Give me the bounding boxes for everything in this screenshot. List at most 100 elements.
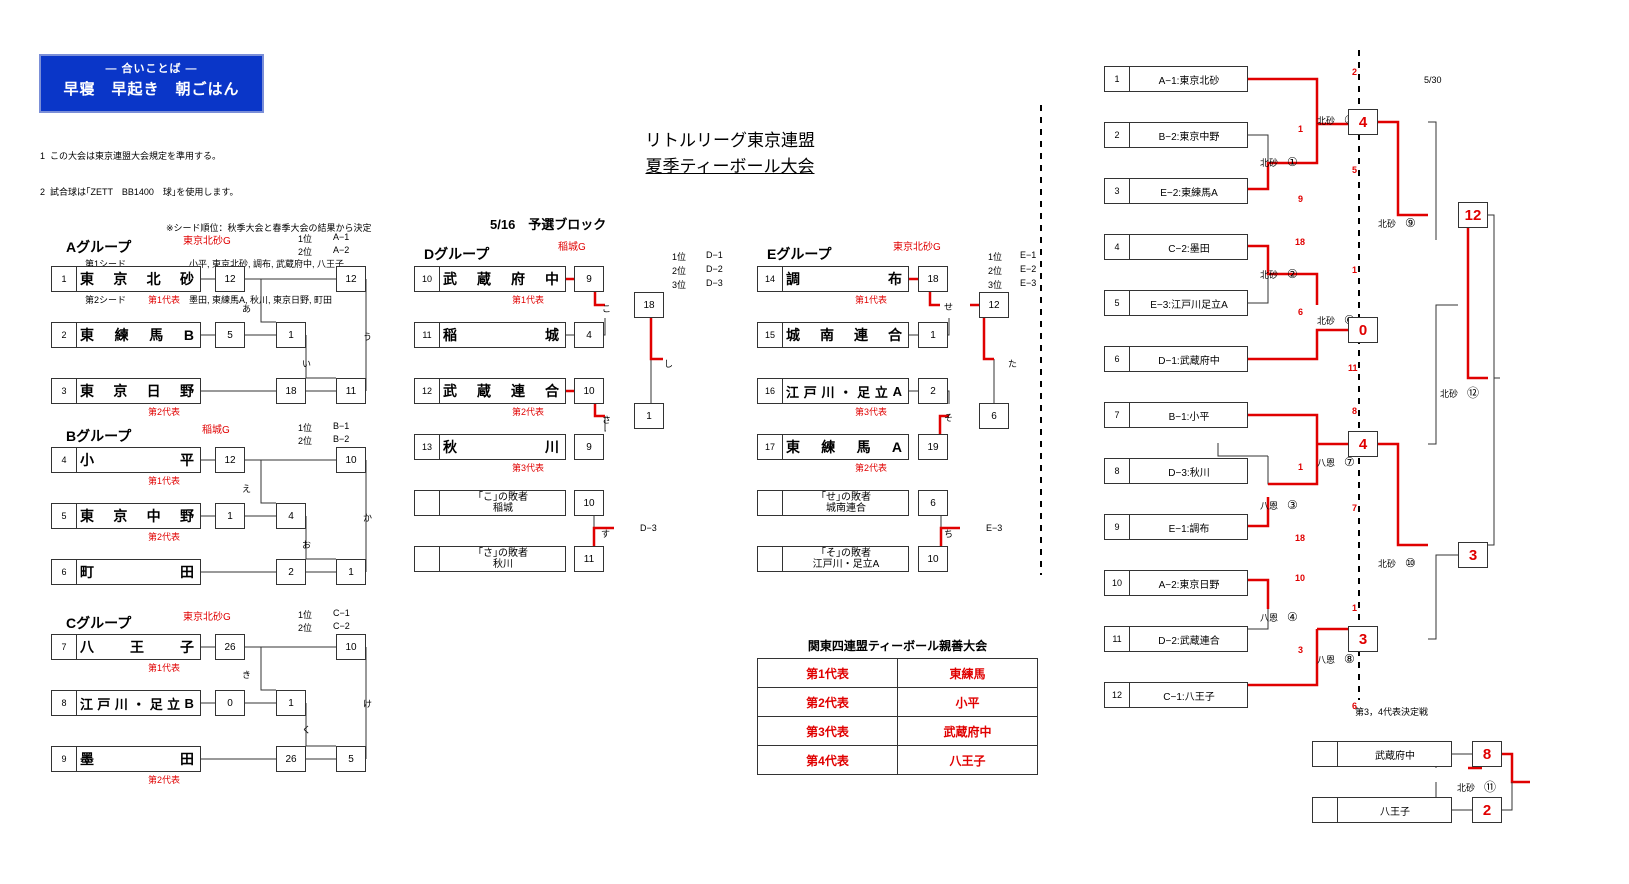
score-box: 2 [276,559,306,585]
team-cell: 八王子 [897,745,1038,775]
rep-label: 第2代表 [512,407,545,417]
game-label: 北砂 ② [1260,267,1298,281]
rank-value: D−1 [706,250,723,260]
team-name: E−1:調布 [1168,523,1210,535]
rep-label: 第1代表 [148,476,181,486]
rep-label: 第3代表 [512,463,545,473]
sf-score: 3 [1348,626,1378,652]
game-id: け [363,699,373,709]
game-id: せ [944,302,954,312]
game-id: す [601,529,611,539]
motto-large: 早寝 早起き 朝ごはん [63,81,240,98]
rep-cell: 第2代表 [757,687,898,717]
score-box: 1 [276,690,306,716]
group-c-label: Cグループ [66,615,132,631]
rep-label: 第1代表 [148,295,181,305]
kanto-representatives: 関東四連盟ティーボール親善大会 第1代表東練馬 第2代表小平 第3代表武蔵府中 … [757,637,1038,775]
rank-value: E−2 [1020,264,1037,274]
r1-score: 11 [1348,363,1358,373]
score-box: 10 [918,546,948,572]
loser-result: D−3 [640,523,657,533]
page-title: リトルリーグ東京連盟 夏季ティーボール大会 [640,128,820,180]
team-number: 11 [415,323,440,347]
rep-label: 第3代表 [855,407,888,417]
team-name: 東京日野 [80,383,194,399]
team-number [415,491,440,515]
team-name: E−3:江戸川足立A [1150,299,1228,311]
venue: 北砂 [1260,270,1279,280]
third-team-row: 武蔵府中 [1312,741,1452,767]
rep-cell: 第4代表 [757,745,898,775]
game-no: ⑪ [1484,780,1497,794]
team-number [415,547,440,571]
rep-label: 第2代表 [855,463,888,473]
r1-score: 1 [1298,124,1304,134]
rank-value: C−2 [333,621,350,631]
r1-score: 2 [1352,67,1358,77]
score-box: 10 [336,634,366,660]
title-line1: リトルリーグ東京連盟 [645,131,815,150]
venue: 北砂 [1440,389,1459,399]
rank-value: D−2 [706,264,723,274]
rep-label: 第2代表 [148,407,181,417]
loser-row: ｢そ｣の敗者江戸川・足立A [757,546,909,572]
team-name: 八王子 [1380,806,1410,818]
team-name: 武蔵府中 [1375,750,1415,762]
kanto-table: 第1代表東練馬 第2代表小平 第3代表武蔵府中 第4代表八王子 [757,658,1038,775]
team-number: 1 [1105,67,1130,91]
rank-value: C−1 [333,608,350,618]
sf-score: 0 [1348,317,1378,343]
score-box: 9 [574,434,604,460]
score-box: 18 [276,378,306,404]
r1-score: 8 [1352,406,1358,416]
team-number: 11 [1105,627,1130,651]
score-box: 12 [215,447,245,473]
rank-label: 2位 [298,247,313,257]
team-name: B−1:小平 [1168,411,1210,423]
team-number: 3 [1105,179,1130,203]
group-e-venue: 東京北砂G [893,242,941,253]
team-name: 城南連合 [786,327,902,343]
team-number: 17 [758,435,783,459]
game-label: 北砂 ① [1260,155,1298,169]
score-box: 4 [276,503,306,529]
team-name: 東京中野 [80,508,194,524]
loser-label: ｢そ｣の敗者 [821,548,871,559]
game-no: ④ [1287,610,1298,624]
team-name: 武蔵連合 [443,383,559,399]
sf-score: 4 [1348,431,1378,457]
loser-team: 秋川 [493,559,513,570]
r1-score: 6 [1352,701,1358,711]
rank-label: 3位 [988,280,1003,290]
team-number: 10 [1105,571,1130,595]
third-place-title: 第3，4代表決定戦 [1355,707,1429,717]
loser-row: ｢こ｣の敗者稲城 [414,490,566,516]
game-no: ⑦ [1344,455,1355,469]
team-number: 13 [415,435,440,459]
group-e-label: Eグループ [767,246,832,262]
score-box: 18 [634,292,664,318]
team-number: 6 [52,560,77,584]
loser-label: ｢さ｣の敗者 [478,548,528,559]
game-label: 北砂 ⑫ [1440,384,1479,401]
r1-score: 18 [1295,533,1306,543]
rank-value: A−1 [333,232,350,242]
game-id: お [302,540,312,550]
team-number [758,547,783,571]
final-score: 12 [1458,202,1488,228]
rank-label: 2位 [988,266,1003,276]
title-line2: 夏季ティーボール大会 [645,157,815,176]
game-label: 八恩 ③ [1260,498,1298,512]
rule-line: ※シード順位：秋季大会と春季大会の結果から決定 [40,223,372,233]
rank-value: A−2 [333,245,350,255]
score-box: 1 [215,503,245,529]
